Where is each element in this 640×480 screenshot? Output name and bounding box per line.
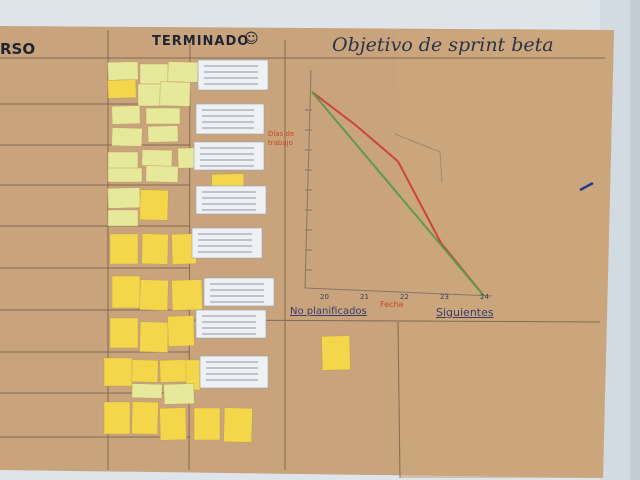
task-card <box>191 227 263 259</box>
task-card <box>195 185 267 215</box>
sticky-note <box>111 275 141 309</box>
edge-shadow <box>630 0 640 480</box>
sticky-note <box>109 317 139 349</box>
task-card <box>199 355 269 389</box>
sticky-note <box>107 79 137 99</box>
sticky-note <box>145 107 181 125</box>
sticky-note <box>103 357 133 387</box>
sticky-note <box>103 401 131 435</box>
sticky-note <box>111 105 141 125</box>
sticky-note <box>145 165 179 183</box>
column-header-done: TERMINADO <box>152 34 250 49</box>
sticky-note <box>141 233 169 265</box>
task-cards <box>191 59 275 389</box>
paper-right-light <box>398 30 614 478</box>
chart-title: Objetivo de sprint beta <box>332 34 554 56</box>
burndown-lines <box>311 91 485 297</box>
smiley-icon: ☺ <box>244 31 259 47</box>
sticky-note <box>107 209 139 227</box>
sticky-note <box>147 125 179 143</box>
sticky-note <box>107 187 141 209</box>
task-card <box>195 309 267 339</box>
task-card <box>193 141 265 171</box>
sticky-note <box>111 127 143 147</box>
sticky-note <box>107 167 143 183</box>
sticky-note <box>167 61 199 83</box>
sticky-note <box>141 149 173 167</box>
red-annotation: Días de trabajo <box>268 130 295 147</box>
ideal-burndown-line <box>311 91 485 297</box>
y-ticks <box>305 109 312 271</box>
sticky-note <box>109 233 139 265</box>
sticky-note <box>131 383 163 399</box>
sticky-note <box>139 63 169 85</box>
next-caption: Siguientes <box>436 306 494 319</box>
column-header-left: RSO <box>0 40 36 58</box>
sticky-note <box>107 61 139 81</box>
task-card <box>197 59 269 91</box>
task-card <box>195 103 265 135</box>
sticky-note <box>139 321 169 353</box>
pen-mark <box>579 181 594 192</box>
task-card <box>203 277 275 307</box>
board-grid <box>0 30 605 479</box>
sticky-note <box>137 83 163 107</box>
sticky-note <box>223 407 253 443</box>
sticky-note <box>159 81 191 107</box>
x-axis-label: Fecha <box>380 300 404 309</box>
sticky-note <box>139 279 169 311</box>
x-tick-label: 21 <box>360 293 369 301</box>
sticky-note <box>159 359 189 383</box>
chart-axes <box>304 69 493 297</box>
sticky-note <box>171 279 203 311</box>
x-tick-label: 24 <box>480 293 489 301</box>
sticky-note <box>159 407 187 441</box>
sticky-note <box>167 315 195 347</box>
sticky-note <box>131 359 159 383</box>
x-tick-label: 23 <box>440 293 449 301</box>
sticky-note <box>321 335 351 371</box>
x-tick-label: 20 <box>320 293 329 301</box>
sticky-note <box>163 383 195 405</box>
unplanned-caption: No planificados <box>290 306 367 317</box>
sticky-note <box>131 401 159 435</box>
x-tick-label: 22 <box>400 293 409 301</box>
sticky-note <box>193 407 221 441</box>
sticky-note <box>139 189 169 221</box>
